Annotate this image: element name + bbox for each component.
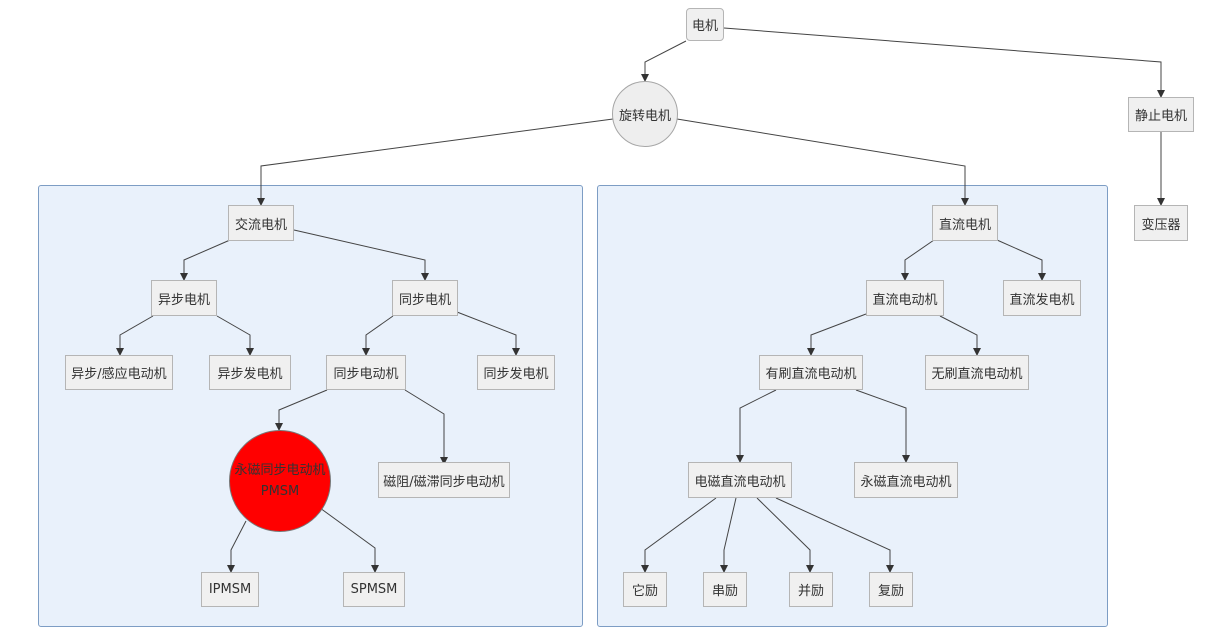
node-separately-excited[interactable]: 它励 xyxy=(623,572,667,607)
edge-pmsm-ipmsm xyxy=(227,520,247,573)
node-static-motor[interactable]: 静止电机 xyxy=(1128,97,1194,132)
node-sync-electric-motor[interactable]: 同步电动机 xyxy=(326,355,406,390)
node-shunt-excited[interactable]: 并励 xyxy=(789,572,833,607)
edge-em-compound xyxy=(775,497,894,573)
node-sync-motor[interactable]: 同步电机 xyxy=(392,280,458,316)
node-async-induction-motor[interactable]: 异步/感应电动机 xyxy=(65,355,173,390)
pmsm-label-en: PMSM xyxy=(260,484,300,499)
edge-dc-dcgen xyxy=(996,239,1046,281)
edge-rotating-dc xyxy=(676,118,969,206)
pmsm-label-cn: 永磁同步电动机 xyxy=(234,463,326,478)
edge-motor-rotating xyxy=(641,40,687,82)
node-ipmsm[interactable]: IPMSM xyxy=(201,572,259,607)
ac-motor-group xyxy=(38,185,583,627)
edge-sync-motor xyxy=(362,315,394,356)
node-em-dc-motor[interactable]: 电磁直流电动机 xyxy=(688,462,792,498)
edge-brushed-em xyxy=(736,389,777,463)
node-dc-electric-motor[interactable]: 直流电动机 xyxy=(866,280,944,316)
node-sync-generator[interactable]: 同步发电机 xyxy=(477,355,555,390)
edge-pmsm-spmsm xyxy=(319,507,379,573)
node-series-excited[interactable]: 串励 xyxy=(703,572,747,607)
edge-em-shunt xyxy=(756,497,814,573)
edge-dc-dcmotor xyxy=(901,239,935,281)
node-brushless-dc-motor[interactable]: 无刷直流电动机 xyxy=(925,355,1029,390)
edge-dcmotor-brushless xyxy=(939,315,981,356)
node-ac-motor[interactable]: 交流电机 xyxy=(228,205,294,241)
node-async-generator[interactable]: 异步发电机 xyxy=(209,355,291,390)
edge-dcmotor-brushed xyxy=(807,313,867,356)
edge-motor-static xyxy=(723,27,1165,98)
edge-async-motor xyxy=(116,315,154,356)
edge-ac-sync xyxy=(293,229,429,281)
edge-rotating-ac xyxy=(257,118,614,206)
node-brushed-dc-motor[interactable]: 有刷直流电动机 xyxy=(759,355,863,390)
node-compound-excited[interactable]: 复励 xyxy=(869,572,913,607)
node-async-motor[interactable]: 异步电机 xyxy=(151,280,217,316)
edge-brushed-pm xyxy=(855,389,910,463)
edge-syncmotor-reluctance xyxy=(404,389,448,465)
node-dc-motor[interactable]: 直流电机 xyxy=(932,205,998,241)
node-motor[interactable]: 电机 xyxy=(686,8,724,41)
node-spmsm[interactable]: SPMSM xyxy=(343,572,405,607)
node-rotating-motor[interactable]: 旋转电机 xyxy=(612,81,678,147)
node-pm-dc-motor[interactable]: 永磁直流电动机 xyxy=(854,462,958,498)
edge-em-series xyxy=(720,497,737,573)
node-dc-generator[interactable]: 直流发电机 xyxy=(1003,280,1081,316)
edge-em-separate xyxy=(641,497,717,573)
dc-motor-group xyxy=(597,185,1108,627)
edge-sync-gen xyxy=(456,311,520,356)
node-transformer[interactable]: 变压器 xyxy=(1134,205,1188,241)
node-reluctance-sync-motor[interactable]: 磁阻/磁滞同步电动机 xyxy=(378,462,510,498)
edge-async-gen xyxy=(216,315,254,356)
edge-syncmotor-pmsm xyxy=(275,389,328,431)
node-pmsm[interactable]: 永磁同步电动机 PMSM xyxy=(229,430,331,532)
edge-ac-async xyxy=(180,239,231,281)
